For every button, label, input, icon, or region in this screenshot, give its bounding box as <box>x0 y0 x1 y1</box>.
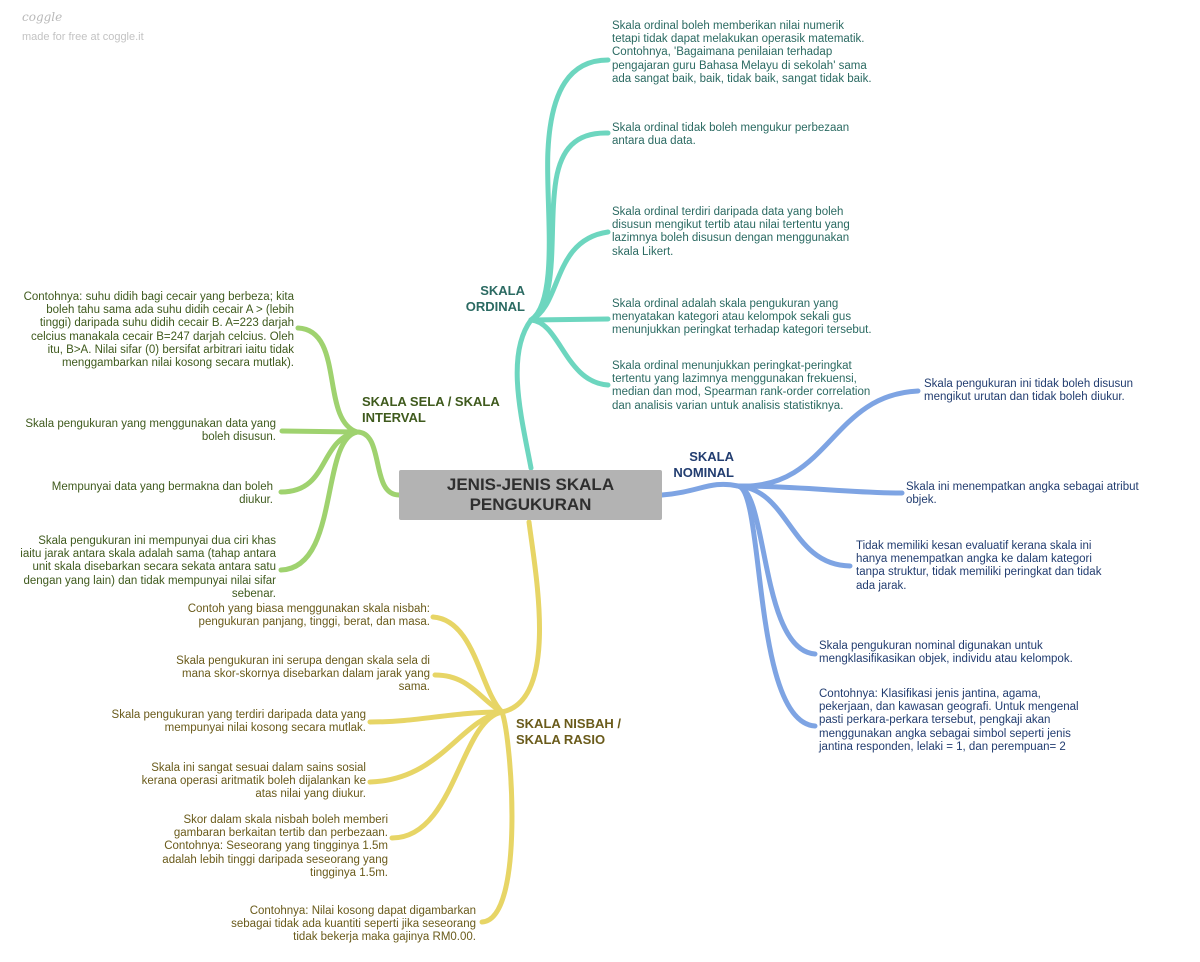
ordinal-connectors <box>514 57 611 471</box>
ordinal-link-4 <box>528 316 611 323</box>
nisbah-trunk <box>499 519 542 715</box>
nisbah-item-1[interactable]: Contoh yang biasa menggunakan skala nisb… <box>187 603 430 629</box>
nisbah-item-5[interactable]: Skor dalam skala nisbah boleh memberi ga… <box>162 814 388 879</box>
branch-sela[interactable]: SKALA SELA / SKALA INTERVAL <box>362 394 500 425</box>
nisbah-item-6[interactable]: Contohnya: Nilai kosong dapat digambarka… <box>231 905 476 944</box>
sela-link-2 <box>279 428 360 435</box>
sela-item-4[interactable]: Skala pengukuran ini mempunyai dua ciri … <box>20 535 276 600</box>
sela-link-1 <box>295 325 360 435</box>
ordinal-link-1 <box>528 57 611 323</box>
nominal-link-2 <box>735 483 905 496</box>
ordinal-item-3[interactable]: Skala ordinal terdiri daripada data yang… <box>612 206 850 258</box>
nisbah-item-4[interactable]: Skala ini sangat sesuai dalam sains sosi… <box>141 762 366 801</box>
ordinal-link-5 <box>528 317 611 388</box>
ordinal-item-1[interactable]: Skala ordinal boleh memberikan nilai num… <box>612 20 872 85</box>
nisbah-link-2 <box>432 672 505 715</box>
nisbah-item-2[interactable]: Skala pengukuran ini serupa dengan skala… <box>176 655 430 694</box>
coggle-logo: coggle <box>22 10 63 24</box>
nisbah-connectors <box>367 519 542 925</box>
sela-connectors <box>278 325 402 573</box>
ordinal-link-3 <box>528 229 611 323</box>
ordinal-item-5[interactable]: Skala ordinal menunjukkan peringkat-peri… <box>612 360 871 412</box>
branch-ordinal[interactable]: SKALA ORDINAL <box>465 283 525 314</box>
sela-item-3[interactable]: Mempunyai data yang bermakna dan boleh d… <box>51 481 273 507</box>
sela-link-4 <box>278 429 360 573</box>
nisbah-link-6 <box>479 709 515 925</box>
sela-item-1[interactable]: Contohnya: suhu didih bagi cecair yang b… <box>23 291 294 370</box>
sela-trunk <box>354 429 402 498</box>
central-topic[interactable]: JENIS-JENIS SKALA PENGUKURAN <box>399 470 662 520</box>
nisbah-link-1 <box>430 614 505 715</box>
branch-nominal[interactable]: SKALA NOMINAL <box>673 449 734 480</box>
nominal-item-4[interactable]: Skala pengukuran nominal digunakan untuk… <box>819 640 1073 666</box>
nominal-connectors <box>659 388 921 729</box>
nominal-item-5[interactable]: Contohnya: Klasifikasi jenis jantina, ag… <box>819 688 1079 753</box>
nominal-link-1 <box>735 388 921 489</box>
nominal-link-5 <box>735 483 818 729</box>
ordinal-item-2[interactable]: Skala ordinal tidak boleh mengukur perbe… <box>612 122 850 148</box>
branch-nisbah[interactable]: SKALA NISBAH / SKALA RASIO <box>516 716 621 747</box>
nominal-item-1[interactable]: Skala pengukuran ini tidak boleh disusun… <box>924 378 1134 404</box>
nominal-link-3 <box>735 483 853 569</box>
nisbah-link-3 <box>367 709 505 725</box>
coggle-tagline: made for free at coggle.it <box>22 31 144 43</box>
nominal-trunk <box>659 481 741 498</box>
nisbah-link-5 <box>389 709 505 841</box>
sela-item-2[interactable]: Skala pengukuran yang menggunakan data y… <box>25 418 276 444</box>
nisbah-item-3[interactable]: Skala pengukuran yang terdiri daripada d… <box>111 709 366 735</box>
nominal-item-2[interactable]: Skala ini menempatkan angka sebagai atri… <box>906 481 1139 507</box>
nominal-item-3[interactable]: Tidak memiliki kesan evaluatif kerana sk… <box>856 540 1102 592</box>
ordinal-trunk <box>514 317 534 471</box>
ordinal-item-4[interactable]: Skala ordinal adalah skala pengukuran ya… <box>612 298 872 337</box>
ordinal-link-2 <box>528 130 611 323</box>
